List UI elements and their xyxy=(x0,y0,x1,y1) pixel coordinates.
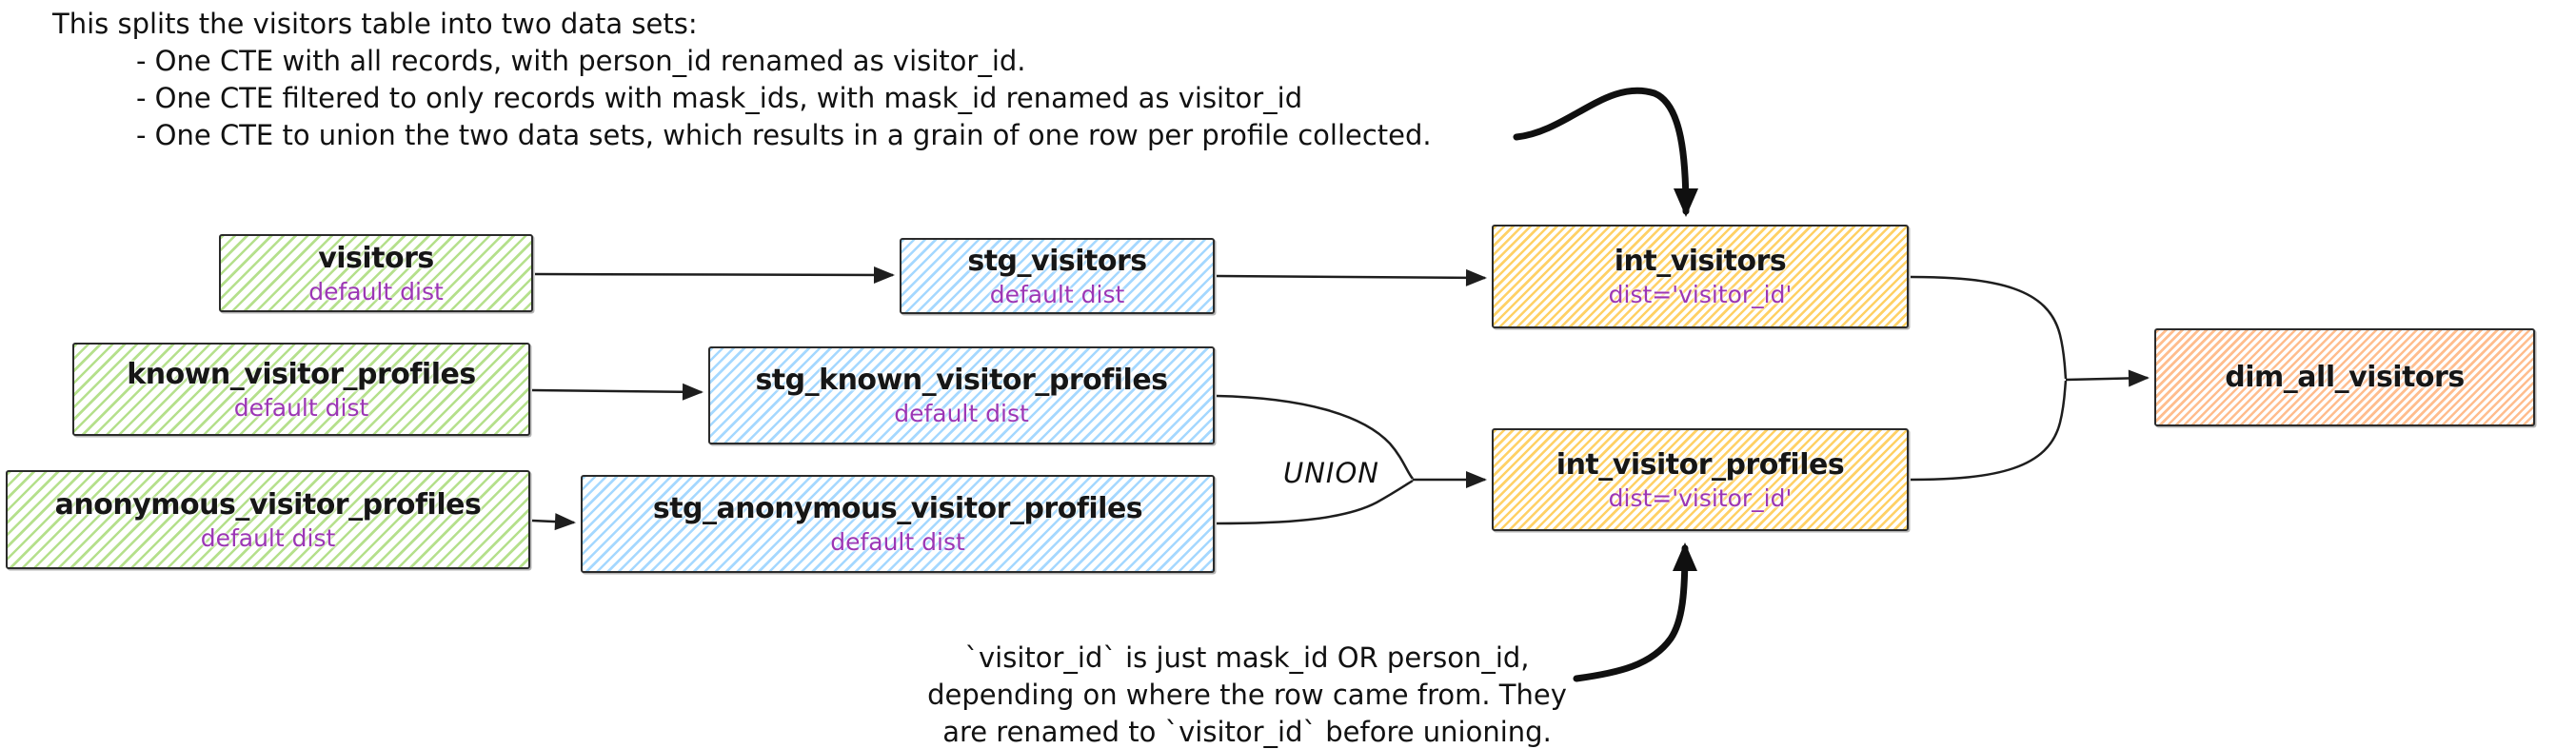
node-int-visitors[interactable]: int_visitors dist='visitor_id' xyxy=(1492,225,1909,328)
curve-int-visitors-to-dim xyxy=(1910,275,2068,380)
node-stg-visitors[interactable]: stg_visitors default dist xyxy=(900,238,1215,314)
node-title: int_visitors xyxy=(1614,245,1787,278)
arrow-bottom-note-to-int-visitor-profiles xyxy=(1573,542,1697,682)
node-known-visitor-profiles[interactable]: known_visitor_profiles default dist xyxy=(72,343,530,436)
top-annotation-line: - One CTE filtered to only records with … xyxy=(136,82,1303,114)
bottom-annotation: `visitor_id` is just mask_id OR person_i… xyxy=(904,640,1590,749)
node-title: known_visitor_profiles xyxy=(127,357,476,391)
bottom-annotation-line: depending on where the row came from. Th… xyxy=(927,679,1567,711)
arrow-known-to-stg-known xyxy=(531,383,703,401)
node-subtitle: dist='visitor_id' xyxy=(1608,483,1793,512)
node-title: int_visitor_profiles xyxy=(1556,447,1845,482)
node-int-visitor-profiles[interactable]: int_visitor_profiles dist='visitor_id' xyxy=(1492,428,1909,531)
node-subtitle: default dist xyxy=(830,528,965,556)
arrow-top-note-to-int-visitors xyxy=(1513,87,1698,217)
node-anonymous-visitor-profiles[interactable]: anonymous_visitor_profiles default dist xyxy=(6,470,530,569)
node-subtitle: default dist xyxy=(233,393,369,422)
arrow-merge-to-dim-all-visitors xyxy=(2065,369,2150,387)
node-subtitle: default dist xyxy=(989,280,1125,308)
arrow-visitors-to-stg-visitors xyxy=(534,266,895,284)
top-annotation: This splits the visitors table into two … xyxy=(52,6,1432,154)
node-title: stg_visitors xyxy=(967,244,1147,278)
node-title: visitors xyxy=(318,241,434,275)
node-visitors[interactable]: visitors default dist xyxy=(219,234,533,312)
node-subtitle: dist='visitor_id' xyxy=(1608,281,1793,308)
node-subtitle: default dist xyxy=(308,277,444,306)
arrow-stg-visitors-to-int-visitors xyxy=(1216,268,1487,286)
top-annotation-line: This splits the visitors table into two … xyxy=(52,8,698,40)
node-title: dim_all_visitors xyxy=(2225,361,2465,394)
node-title: stg_known_visitor_profiles xyxy=(755,364,1168,397)
node-stg-known-visitor-profiles[interactable]: stg_known_visitor_profiles default dist xyxy=(708,346,1215,444)
arrow-anonymous-to-stg-anonymous xyxy=(531,513,576,531)
union-label: UNION xyxy=(1283,457,1379,489)
node-title: anonymous_visitor_profiles xyxy=(54,487,482,522)
top-annotation-line: - One CTE with all records, with person_… xyxy=(136,45,1026,77)
curve-int-visitor-profiles-to-dim xyxy=(1910,380,2068,482)
node-dim-all-visitors[interactable]: dim_all_visitors xyxy=(2154,328,2535,426)
bottom-annotation-line: `visitor_id` is just mask_id OR person_i… xyxy=(964,641,1530,674)
node-stg-anonymous-visitor-profiles[interactable]: stg_anonymous_visitor_profiles default d… xyxy=(581,475,1215,573)
node-subtitle: default dist xyxy=(894,400,1029,427)
node-title: stg_anonymous_visitor_profiles xyxy=(652,492,1143,525)
node-subtitle: default dist xyxy=(200,523,336,552)
bottom-annotation-line: are renamed to `visitor_id` before union… xyxy=(942,716,1552,748)
top-annotation-line: - One CTE to union the two data sets, wh… xyxy=(136,119,1432,151)
